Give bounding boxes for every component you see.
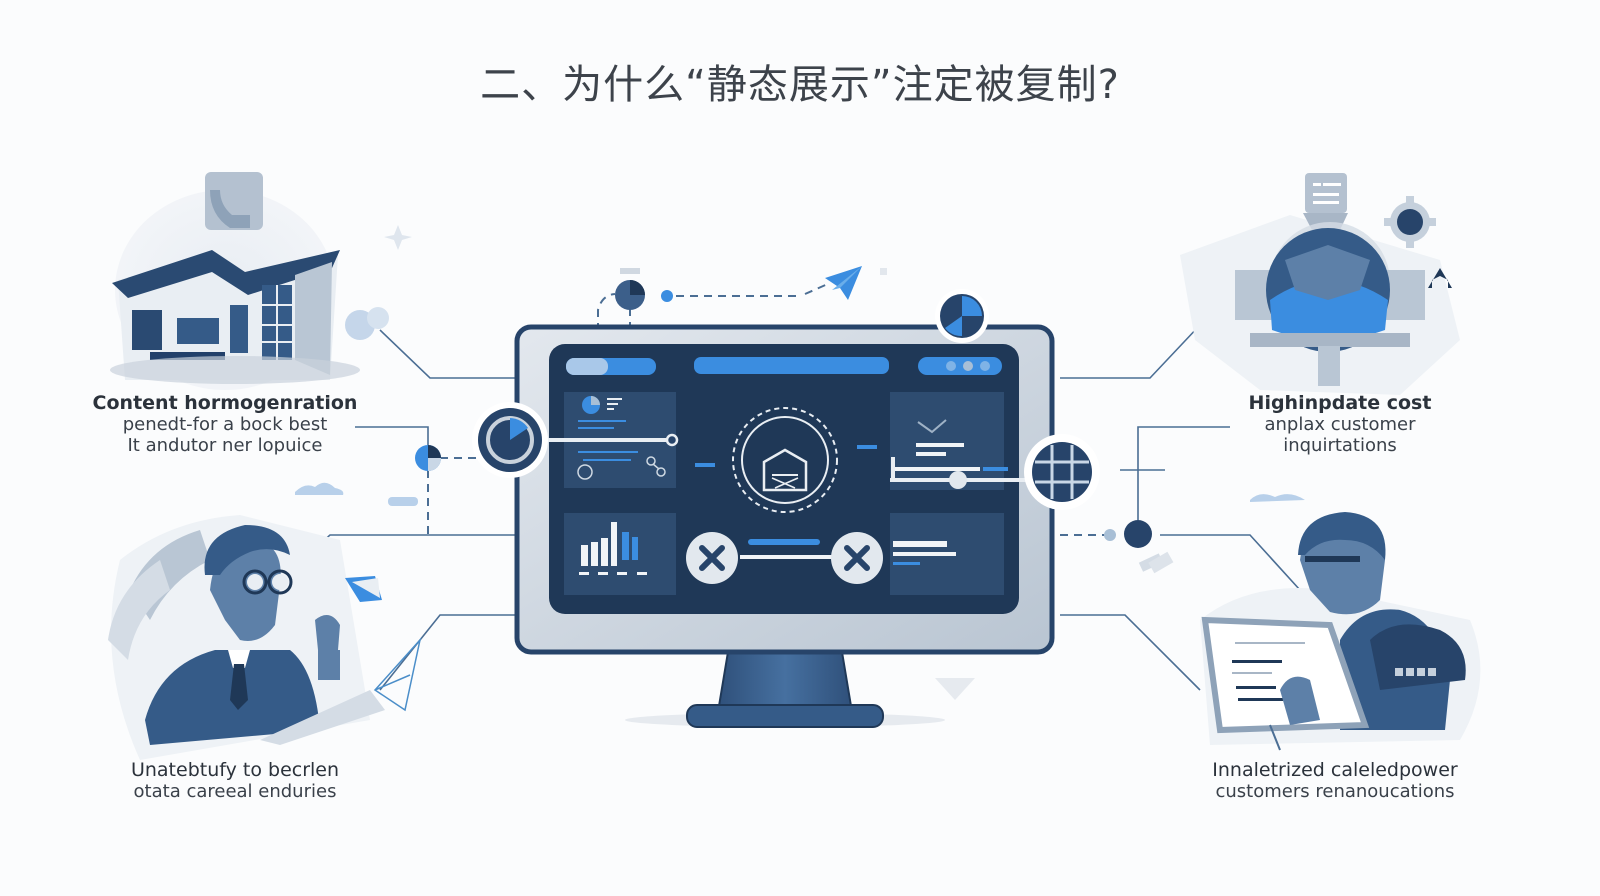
house-icon: [110, 172, 389, 390]
bar-chart-icon: [579, 522, 647, 575]
label-top-right-heading: Highinpdate cost: [1248, 392, 1432, 414]
shield-gear-icon: [695, 407, 877, 513]
label-bottom-right-line1: Innaletrized caleledpower: [1212, 759, 1458, 781]
label-top-left: Content hormogenration penedt-for a bock…: [70, 392, 380, 457]
compass-icon: [935, 289, 989, 343]
label-bottom-left-line2: otata careeal enduries: [133, 781, 337, 802]
close-icon: [686, 532, 738, 584]
label-bottom-right: Innaletrized caleledpower customers rena…: [1180, 759, 1490, 803]
label-top-left-line2: It andutor ner lopuice: [127, 435, 323, 456]
monitor-icon: [472, 289, 1100, 728]
label-bottom-left-line1: Unatebtufy to becrlen: [130, 759, 340, 781]
gear-icon: [1384, 196, 1436, 248]
pie-chart-node-icon: [472, 402, 548, 478]
page-title: 二、为什么“静态展示”注定被复制?: [480, 62, 1120, 108]
man-with-glasses-icon: [108, 515, 422, 760]
server-globe-icon: [1180, 173, 1460, 395]
label-top-right: Highinpdate cost anplax customer inquirt…: [1220, 392, 1460, 457]
paper-plane-icon: [825, 266, 862, 300]
label-bottom-right-line2: customers renanoucations: [1215, 781, 1455, 802]
label-top-right-line1: anplax customer: [1264, 414, 1416, 435]
compass-node-icon: [615, 280, 645, 310]
man-with-tablet-icon: [1138, 494, 1481, 751]
globe-icon: [1024, 434, 1100, 510]
label-top-left-line1: penedt-for a bock best: [122, 414, 328, 435]
pie-chart-icon: [415, 445, 441, 471]
label-top-left-heading: Content hormogenration: [92, 392, 358, 414]
label-top-right-line2: inquirtations: [1283, 435, 1397, 456]
close-icon: [831, 532, 883, 584]
label-bottom-left: Unatebtufy to becrlen otata careeal endu…: [90, 759, 380, 803]
